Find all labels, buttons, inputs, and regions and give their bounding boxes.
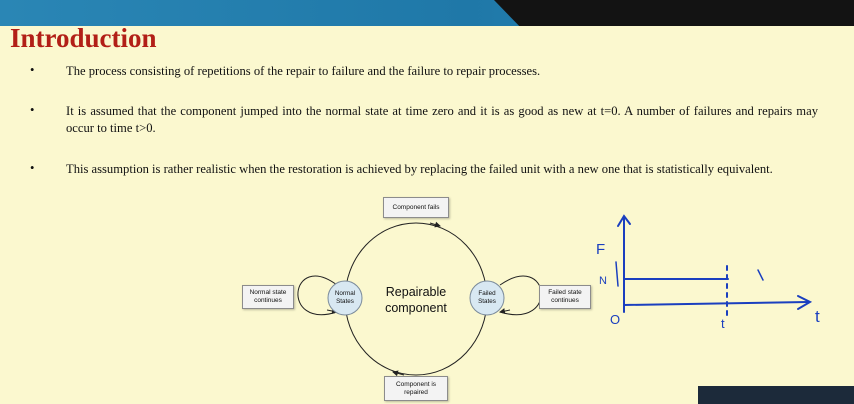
failed-state-label: Failed States — [478, 290, 496, 305]
normal-state-label: Normal States — [334, 290, 356, 305]
bullet-text: This assumption is rather realistic when… — [66, 162, 773, 176]
header-bar — [0, 0, 854, 26]
header-bar-dark — [494, 0, 854, 26]
repair-arrow — [392, 370, 405, 377]
slide-title: Introduction — [10, 23, 157, 53]
sketch-axis-arrowhead — [617, 214, 631, 227]
bullet-text: It is assumed that the component jumped … — [66, 104, 818, 135]
sketch-mark — [757, 269, 764, 281]
sketch-label-t-mark: t — [721, 316, 725, 331]
bullet-marker: • — [30, 63, 35, 77]
normal-state-node — [327, 280, 363, 316]
sketch-F-line — [615, 261, 619, 287]
normal-continues-box: Normal state continues — [242, 285, 294, 309]
failed-continues-box: Failed state continues — [539, 285, 591, 309]
sketch-label-origin: O — [610, 312, 620, 327]
bullet-marker: • — [30, 103, 35, 117]
bullet-text: The process consisting of repetitions of… — [66, 64, 541, 78]
bullet-marker: • — [30, 161, 35, 175]
sketch-time-axis — [623, 301, 809, 306]
presenter-video-strip — [698, 386, 854, 404]
sketch-label-F: F — [596, 241, 605, 258]
center-label: Repairable component — [385, 285, 447, 315]
component-repaired-box: Component is repaired — [384, 376, 448, 401]
sketch-time-arrowhead — [797, 295, 813, 310]
sketch-label-N: N — [599, 275, 607, 287]
component-fails-box: Component fails — [383, 197, 449, 218]
sketch-label-t-axis: t — [815, 307, 820, 326]
fail-arrow — [429, 221, 441, 228]
failed-state-node — [469, 280, 505, 316]
normal-self-loop — [297, 275, 338, 315]
failed-loop-arrow — [499, 308, 511, 314]
